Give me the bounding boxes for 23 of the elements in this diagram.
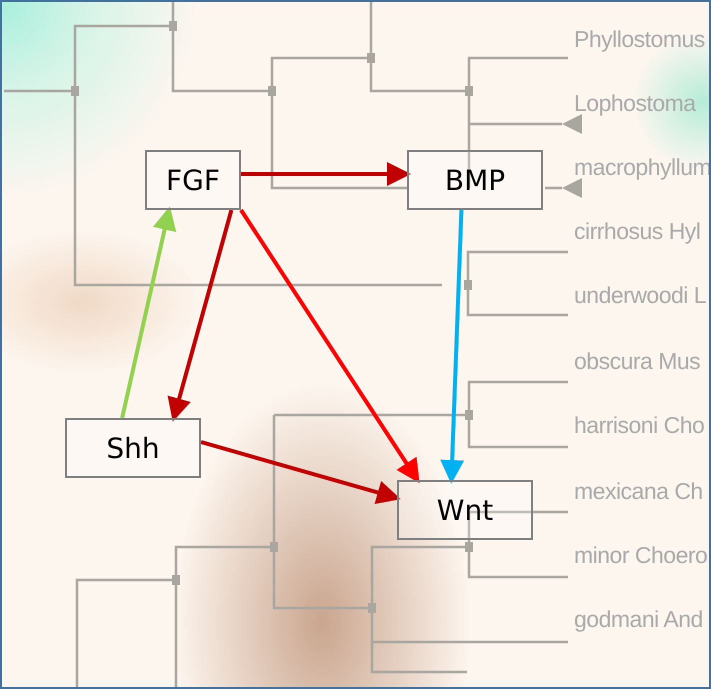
species-label: godmani And <box>574 606 703 633</box>
species-label: obscura Mus <box>574 348 700 375</box>
species-label: Lophostoma <box>574 90 696 117</box>
species-label: cirrhosus Hyl <box>574 218 700 245</box>
gene-name: Wnt <box>436 494 494 526</box>
gene-box <box>145 150 241 210</box>
gene-box <box>397 480 533 540</box>
gene-box <box>407 150 543 210</box>
gene-name: FGF <box>166 164 220 196</box>
species-label: harrisoni Cho <box>574 412 704 439</box>
arrow <box>168 209 234 422</box>
gene-box <box>65 418 201 478</box>
gene-name: Shh <box>106 432 160 464</box>
species-label: minor Choero <box>574 542 708 569</box>
arrow <box>440 210 464 484</box>
species-label: mexicana Ch <box>574 478 703 505</box>
species-label: underwoodi L <box>574 282 706 309</box>
arrow <box>200 440 401 504</box>
arrow <box>241 162 411 186</box>
gene-name: BMP <box>444 164 506 196</box>
species-label: Phyllostomus <box>574 26 705 53</box>
arrow <box>239 208 420 484</box>
arrow <box>120 206 176 418</box>
